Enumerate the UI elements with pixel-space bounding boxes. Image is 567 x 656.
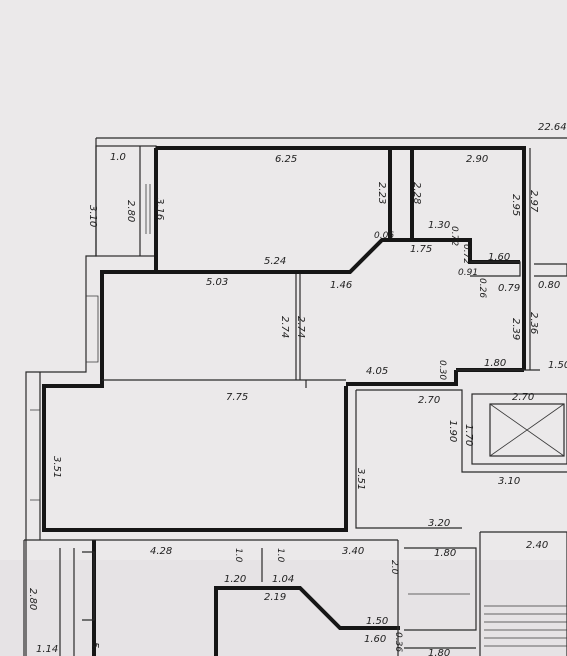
dim-right-h-mid: 2.36: [528, 312, 539, 334]
dim-wc-small-w: 0.91: [458, 268, 478, 278]
dim-hall-small-2: 0.30: [437, 360, 447, 380]
dim-room-top-h-left: 3.16: [154, 198, 165, 220]
dim-lower-mid-w: 3.40: [342, 546, 364, 557]
lower-apartment: [24, 539, 477, 656]
dim-lift-bottom-w: 3.10: [498, 476, 520, 487]
dim-hall-small-h: 0.72: [449, 226, 459, 246]
dim-lower-bottom-114: 1.14: [36, 644, 58, 655]
dim-lower-small: 1.0: [233, 548, 243, 563]
dim-wc-small-h: 0.26: [477, 278, 487, 298]
dim-hall-w: 4.05: [366, 366, 388, 377]
dim-lift-h: 1.70: [463, 424, 474, 446]
dim-living-w: 7.75: [226, 392, 248, 403]
dim-lower-w-150: 1.50: [366, 616, 388, 627]
partitions: [30, 148, 567, 501]
dim-right-h-top: 2.97: [528, 190, 539, 213]
dim-right-w-2: 1.50: [548, 360, 567, 371]
dim-lower-w-160: 1.60: [364, 634, 386, 645]
dim-balcony-top-w: 1.0: [110, 152, 126, 163]
dim-stair-w: 2.40: [526, 540, 548, 551]
dim-lower-w-120: 1.20: [224, 574, 246, 585]
dim-wc-bottom-w: 0.79: [498, 283, 520, 294]
dim-kitchen-w: 2.70: [418, 395, 440, 406]
dim-lower-bottom-5: 5.: [89, 642, 100, 652]
dim-bed-h: 2.74: [279, 316, 290, 338]
dim-lower-room-w: 4.28: [150, 546, 172, 557]
dim-hall-bottom-w: 1.80: [484, 358, 506, 369]
dim-lower-left-h: 2.80: [27, 588, 38, 610]
dim-bath-w: 2.90: [466, 154, 488, 165]
dim-corner-small: 0.06: [374, 231, 394, 241]
dim-hall-small-h2: 0.72: [461, 244, 471, 264]
dim-kitchen-h: 1.90: [447, 420, 458, 442]
dim-room-top-h-right: 2.23: [376, 182, 387, 204]
dim-balcony-h-left: 3.10: [87, 205, 98, 227]
right-block: [355, 389, 567, 656]
dim-hall-small-w: 1.75: [410, 244, 432, 255]
dim-kitchen-bottom-w: 3.20: [428, 518, 450, 529]
dim-lower-small-4: 0.36: [393, 632, 403, 652]
dim-room-top-bottom-w: 5.24: [264, 256, 286, 267]
dim-bath-h-right: 2.95: [510, 194, 521, 216]
dim-wc-w: 1.60: [488, 252, 510, 263]
dim-bath-h-left: 2.28: [411, 182, 422, 204]
dim-kitchen-h-left: 3.51: [355, 468, 366, 490]
dim-bath-inner-w: 1.30: [428, 220, 450, 231]
dim-overall-width: 22.64: [538, 122, 567, 133]
dim-lower-small-3: 2.0: [389, 560, 399, 575]
dim-lift-w: 2.70: [512, 392, 534, 403]
outer-outline: [23, 137, 567, 656]
dim-hall-diag: 1.46: [330, 280, 352, 291]
dim-lower-w-219: 2.19: [264, 592, 286, 603]
dimension-labels: 22.64 1.0 3.10 2.80 3.16 6.25 2.23 5.24 …: [27, 122, 567, 656]
dim-room-top-w: 6.25: [275, 154, 297, 165]
dim-lower-w-104: 1.04: [272, 574, 294, 585]
dim-living-h: 3.51: [51, 456, 62, 478]
dim-bed-w: 5.03: [206, 277, 228, 288]
dim-lower-bottom-180: 1.80: [428, 648, 450, 656]
dim-lower-right-w: 1.80: [434, 548, 456, 559]
dim-balcony-h-right: 2.80: [125, 200, 136, 222]
dim-right-w: 0.80: [538, 280, 560, 291]
dim-hall-h: 2.39: [510, 318, 521, 340]
dim-lower-small-2: 1.0: [275, 548, 285, 563]
dim-bed-h-right: 2.74: [295, 316, 306, 338]
